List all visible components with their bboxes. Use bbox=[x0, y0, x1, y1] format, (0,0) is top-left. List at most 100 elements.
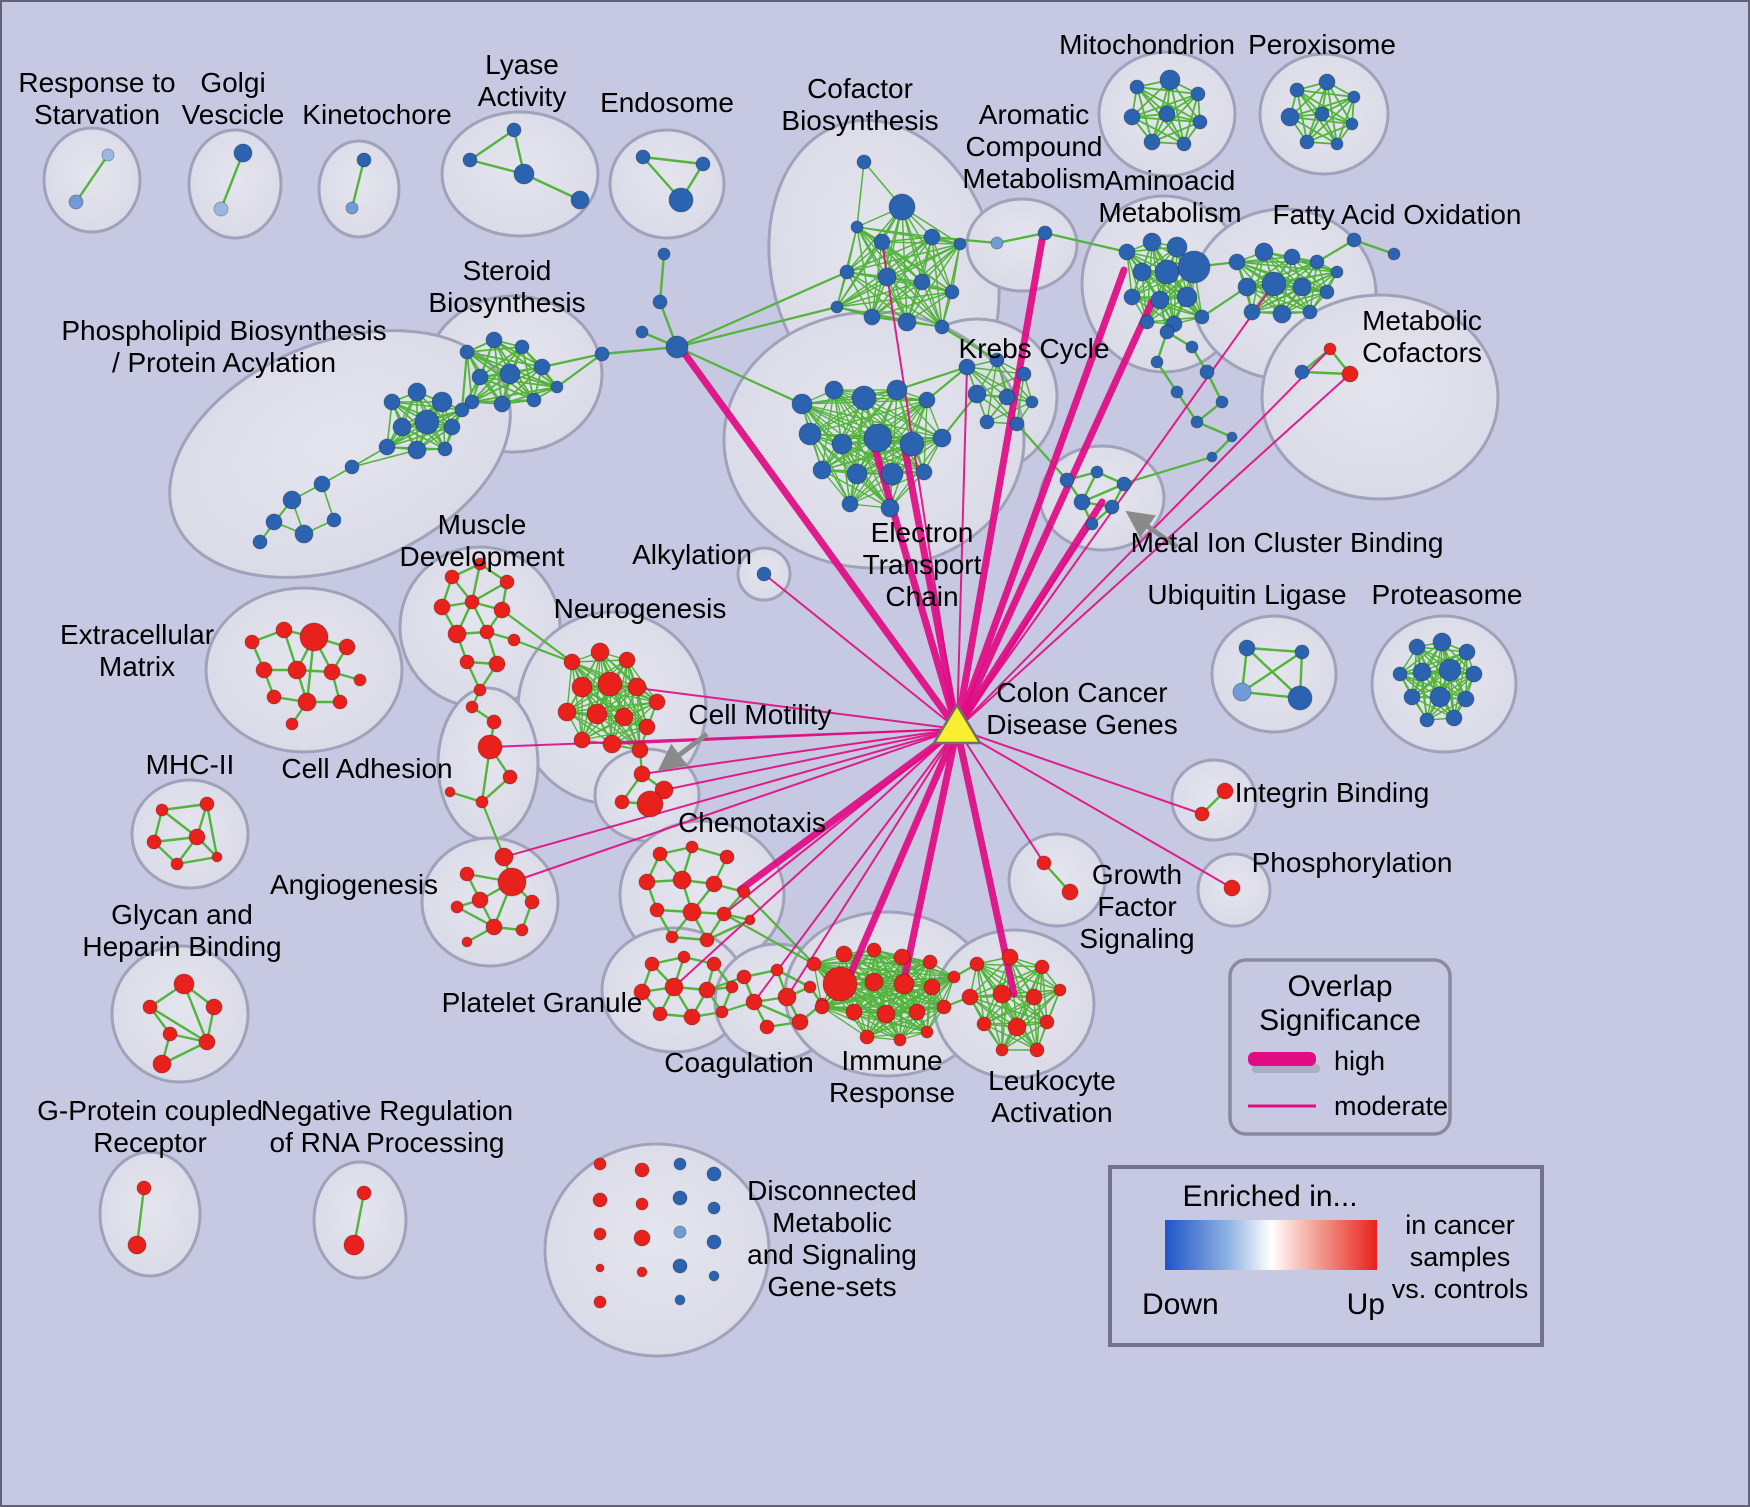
gene-set-node bbox=[437, 441, 453, 457]
gene-set-node bbox=[618, 651, 636, 669]
gene-set-node bbox=[665, 930, 679, 944]
gene-set-node bbox=[707, 1201, 721, 1215]
gene-set-node bbox=[876, 1004, 896, 1024]
gene-set-node bbox=[282, 490, 302, 510]
gene-set-node bbox=[526, 392, 542, 408]
gene-set-node bbox=[1139, 314, 1155, 330]
gene-set-node bbox=[1302, 304, 1318, 320]
gene-set-node bbox=[1237, 277, 1257, 297]
gene-set-node bbox=[459, 654, 475, 670]
gene-set-node bbox=[822, 966, 858, 1002]
overlap-legend-title-line1: Overlap bbox=[1287, 970, 1392, 1003]
gene-set-edge bbox=[923, 399, 928, 473]
gene-set-edge bbox=[596, 701, 658, 715]
gene-set-node bbox=[934, 319, 950, 335]
gene-set-node bbox=[294, 524, 314, 544]
gene-set-node bbox=[1238, 639, 1256, 657]
gene-set-edge bbox=[658, 253, 666, 303]
gene-set-edge bbox=[1141, 271, 1203, 318]
gene-set-edge bbox=[856, 437, 943, 475]
gene-set-node bbox=[1143, 133, 1161, 151]
gene-set-node bbox=[471, 368, 489, 386]
gene-set-edge bbox=[821, 469, 891, 509]
gene-set-node bbox=[461, 936, 473, 948]
gene-set-node bbox=[383, 393, 401, 411]
gene-set-edge bbox=[901, 206, 953, 293]
gene-set-node bbox=[1166, 236, 1188, 258]
gene-set-node bbox=[791, 393, 813, 415]
gene-set-node bbox=[502, 769, 518, 785]
gene-set-node bbox=[841, 495, 859, 513]
gene-set-edge bbox=[776, 968, 811, 989]
gene-set-node bbox=[1150, 290, 1170, 310]
gene-set-node bbox=[673, 1157, 687, 1171]
gene-set-node bbox=[633, 765, 651, 783]
gene-set-node bbox=[672, 870, 692, 890]
gene-set-node bbox=[287, 660, 307, 680]
overlap-link-moderate bbox=[503, 728, 958, 858]
gene-set-node bbox=[1194, 806, 1210, 822]
inter-cluster-edge bbox=[1316, 239, 1355, 263]
gene-set-node bbox=[1176, 286, 1198, 308]
gene-set-node bbox=[1457, 690, 1475, 708]
gene-set-node bbox=[638, 873, 656, 891]
gene-set-edge bbox=[1131, 93, 1199, 118]
gene-set-node bbox=[672, 1258, 688, 1274]
gene-set-edge bbox=[581, 686, 638, 741]
gene-set-edge bbox=[931, 236, 943, 328]
gene-set-node bbox=[1177, 250, 1211, 284]
gene-set-node bbox=[444, 786, 456, 798]
gene-set-edge bbox=[871, 291, 953, 318]
cluster-metal-ion-cluster-binding-label: Metal Ion Cluster Binding bbox=[1131, 527, 1444, 558]
gene-set-edge bbox=[846, 236, 933, 273]
gene-set-edge bbox=[856, 226, 873, 318]
gene-set-edge bbox=[1151, 121, 1201, 143]
gene-set-node bbox=[1323, 342, 1337, 356]
gene-set-edge bbox=[836, 291, 953, 308]
gene-set-edge bbox=[885, 976, 955, 1015]
gene-set-edge bbox=[899, 1006, 945, 1041]
gene-set-node bbox=[1226, 431, 1238, 443]
gene-set-edge bbox=[966, 366, 1008, 398]
gene-set-node bbox=[839, 264, 855, 280]
gene-set-node bbox=[979, 414, 995, 430]
gene-set-node bbox=[1287, 685, 1313, 711]
gene-set-node bbox=[705, 875, 723, 893]
gene-set-node bbox=[877, 267, 897, 287]
inter-cluster-edge bbox=[676, 345, 803, 406]
inter-cluster-edge bbox=[676, 270, 848, 349]
gene-set-edge bbox=[566, 686, 638, 713]
inter-cluster-edge bbox=[541, 352, 603, 369]
gene-set-node bbox=[573, 731, 591, 749]
gene-set-node bbox=[990, 236, 1004, 250]
gene-set-node bbox=[706, 1166, 722, 1182]
gene-set-node bbox=[1228, 253, 1246, 271]
gene-set-edge bbox=[1306, 123, 1353, 143]
gene-set-node bbox=[1185, 340, 1199, 354]
gene-set-edge bbox=[1169, 79, 1185, 145]
gene-set-node bbox=[1429, 686, 1451, 708]
gene-set-edge bbox=[416, 409, 463, 451]
gene-set-edge bbox=[571, 661, 583, 741]
gene-set-node bbox=[465, 700, 479, 714]
gene-set-node bbox=[744, 914, 756, 926]
gene-set-node bbox=[1190, 415, 1204, 429]
gene-set-node bbox=[1458, 643, 1476, 661]
gene-set-node bbox=[635, 325, 649, 339]
gene-set-edge bbox=[1246, 647, 1301, 699]
gene-set-edge bbox=[881, 241, 953, 293]
gene-set-node bbox=[155, 803, 169, 817]
gene-set-node bbox=[462, 152, 478, 168]
gene-set-edge bbox=[866, 1031, 928, 1038]
gene-set-node bbox=[673, 1225, 687, 1239]
gene-set-node bbox=[266, 689, 282, 705]
gene-set-node bbox=[976, 1016, 992, 1032]
gene-set-edge bbox=[841, 443, 851, 505]
gene-set-node bbox=[198, 1033, 216, 1051]
cluster-growth-factor-signaling-ellipse bbox=[1007, 832, 1107, 928]
gene-set-node bbox=[1199, 364, 1215, 380]
gene-set-node bbox=[454, 402, 470, 418]
gene-set-edge bbox=[986, 359, 998, 423]
